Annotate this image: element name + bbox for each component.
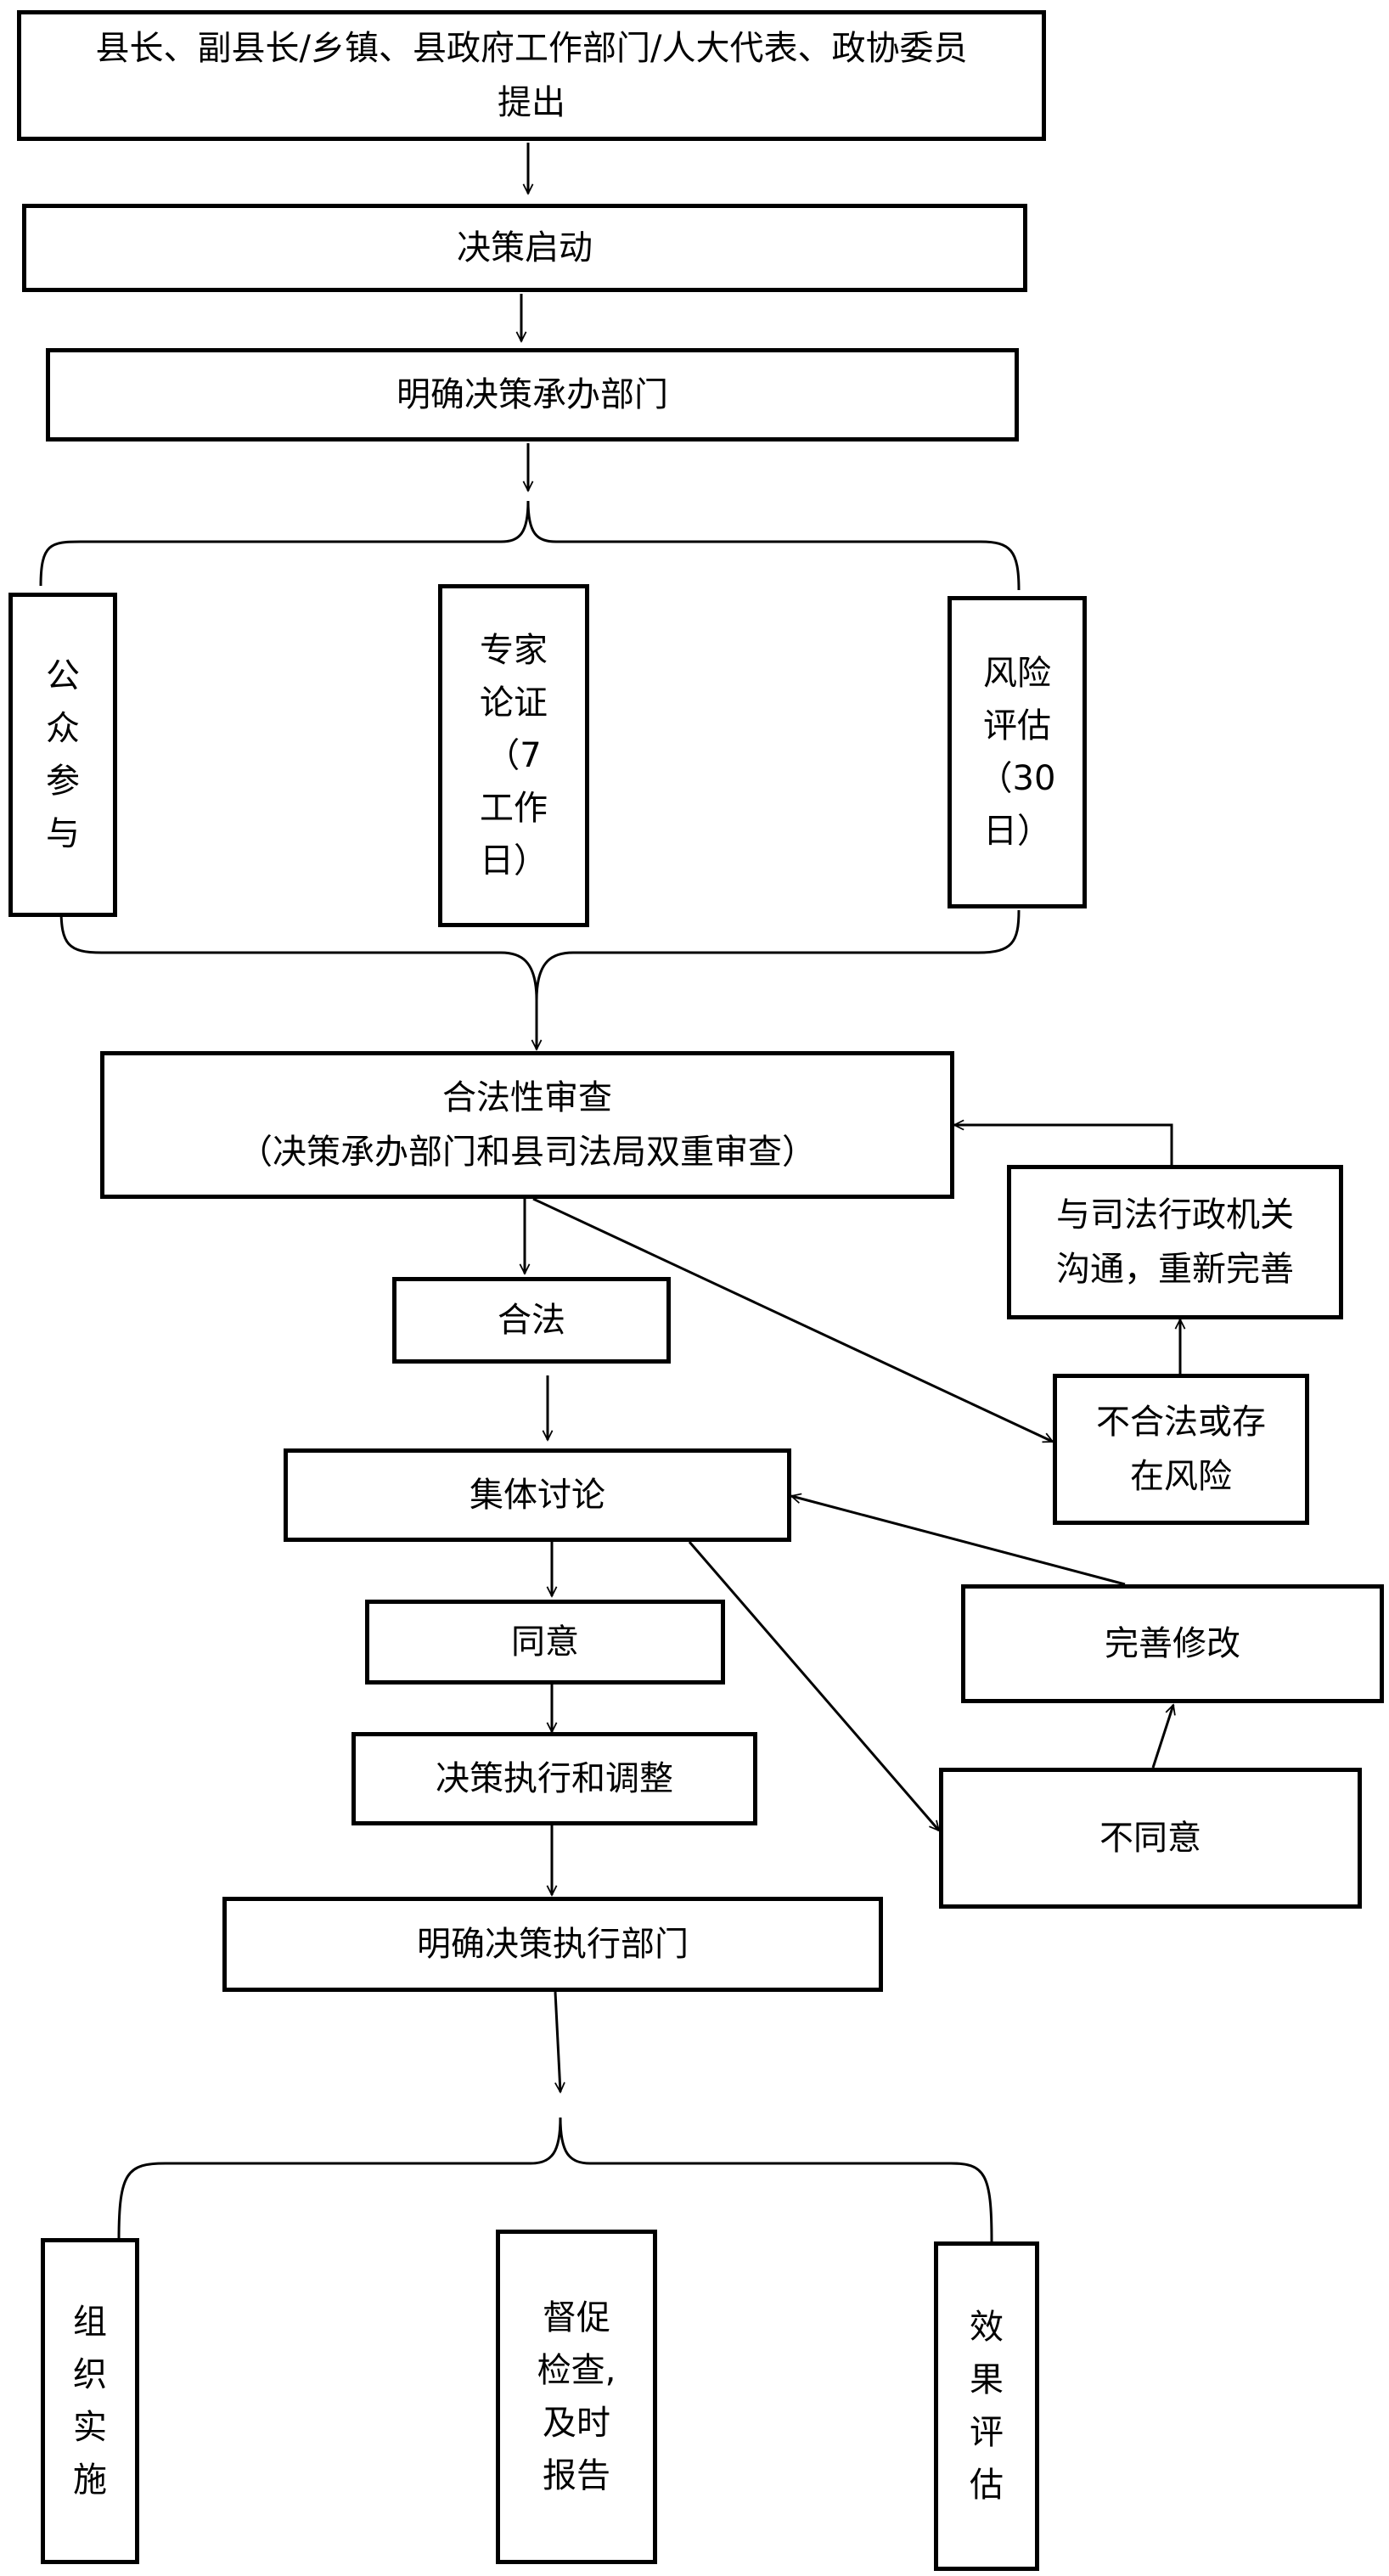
communicate-box: 与司法行政机关 沟通，重新完善 — [1007, 1165, 1343, 1319]
execution-dept-label: 明确决策执行部门 — [417, 1925, 689, 1964]
organize-line-1: 组 — [73, 2303, 107, 2342]
public-participation-box: 公 众 参 与 — [8, 593, 117, 917]
legal-label: 合法 — [498, 1301, 565, 1340]
execute-adjust-label: 决策执行和调整 — [436, 1759, 673, 1798]
undertaking-dept-label: 明确决策承办部门 — [396, 375, 668, 414]
arrow-discussion-to-disagree — [688, 1541, 939, 1831]
disagree-label: 不同意 — [1099, 1819, 1201, 1858]
proposer-line-1: 县长、副县长/乡镇、县政府工作部门/人大代表、政协委员 — [95, 29, 968, 68]
expert-line-3: （7 — [486, 736, 542, 775]
legality-review-box: 合法性审查 （决策承办部门和县司法局双重审查） — [100, 1051, 954, 1199]
organize-line-4: 施 — [73, 2461, 107, 2500]
supervise-report-box: 督促 检查, 及时 报告 — [496, 2230, 657, 2564]
undertaking-dept-box: 明确决策承办部门 — [46, 348, 1019, 442]
legal-box: 合法 — [392, 1277, 671, 1364]
supervise-line-4: 报告 — [543, 2456, 610, 2495]
expert-line-5: 日） — [480, 841, 548, 880]
proposer-line-2: 提出 — [497, 83, 565, 122]
arrow-improve-to-discussion — [791, 1496, 1126, 1586]
illegal-line-2: 在风险 — [1130, 1457, 1232, 1496]
public-line-1: 公 — [46, 656, 80, 695]
organize-line-2: 织 — [73, 2355, 107, 2394]
communicate-line-1: 与司法行政机关 — [1056, 1195, 1294, 1235]
expert-line-4: 工作 — [480, 789, 548, 828]
top-brace-1 — [39, 500, 1021, 591]
top-brace-2 — [117, 2117, 993, 2242]
agree-box: 同意 — [365, 1600, 725, 1685]
supervise-line-3: 及时 — [543, 2404, 610, 2443]
expert-argumentation-box: 专家 论证 （7 工作 日） — [438, 584, 589, 927]
execution-dept-box: 明确决策执行部门 — [222, 1897, 883, 1992]
illegal-line-1: 不合法或存 — [1096, 1403, 1266, 1442]
organize-implement-box: 组 织 实 施 — [41, 2238, 139, 2564]
proposer-box: 县长、副县长/乡镇、县政府工作部门/人大代表、政协委员 提出 — [17, 10, 1046, 141]
legality-review-line-2: （决策承办部门和县司法局双重审查） — [239, 1133, 816, 1172]
evaluate-line-4: 估 — [970, 2466, 1004, 2505]
organize-line-3: 实 — [73, 2408, 107, 2447]
illegal-or-risk-box: 不合法或存 在风险 — [1053, 1374, 1309, 1525]
expert-line-2: 论证 — [480, 683, 548, 723]
public-line-2: 众 — [46, 709, 80, 748]
arrow-communicate-to-review — [954, 1125, 1173, 1165]
legality-review-line-1: 合法性审查 — [442, 1078, 612, 1117]
collective-discussion-label: 集体讨论 — [470, 1476, 605, 1515]
collective-discussion-box: 集体讨论 — [284, 1448, 791, 1542]
improve-label: 完善修改 — [1105, 1624, 1240, 1663]
risk-line-2: 评估 — [983, 706, 1051, 745]
risk-line-1: 风险 — [983, 654, 1051, 693]
decision-start-label: 决策启动 — [457, 228, 593, 267]
supervise-line-2: 检查, — [537, 2351, 616, 2390]
arrow-execdept-to-brace — [554, 1991, 560, 2092]
expert-line-1: 专家 — [480, 631, 548, 670]
improve-box: 完善修改 — [961, 1584, 1384, 1703]
communicate-line-2: 沟通，重新完善 — [1056, 1250, 1294, 1289]
arrow-review-to-illegal — [532, 1197, 1053, 1443]
arrow-disagree-to-improve — [1151, 1705, 1173, 1769]
risk-assessment-box: 风险 评估 （30 日） — [948, 596, 1087, 908]
public-line-3: 参 — [46, 762, 80, 801]
risk-line-3: （30 — [978, 759, 1056, 798]
public-line-4: 与 — [46, 814, 80, 853]
decision-start-box: 决策启动 — [22, 204, 1027, 292]
risk-line-4: 日） — [983, 812, 1051, 851]
agree-label: 同意 — [511, 1623, 579, 1662]
supervise-line-1: 督促 — [543, 2298, 610, 2337]
evaluate-line-2: 果 — [970, 2360, 1004, 2399]
disagree-box: 不同意 — [939, 1768, 1362, 1909]
effect-evaluation-box: 效 果 评 估 — [934, 2241, 1039, 2571]
execute-adjust-box: 决策执行和调整 — [351, 1732, 757, 1825]
evaluate-line-1: 效 — [970, 2308, 1004, 2347]
evaluate-line-3: 评 — [970, 2413, 1004, 2452]
